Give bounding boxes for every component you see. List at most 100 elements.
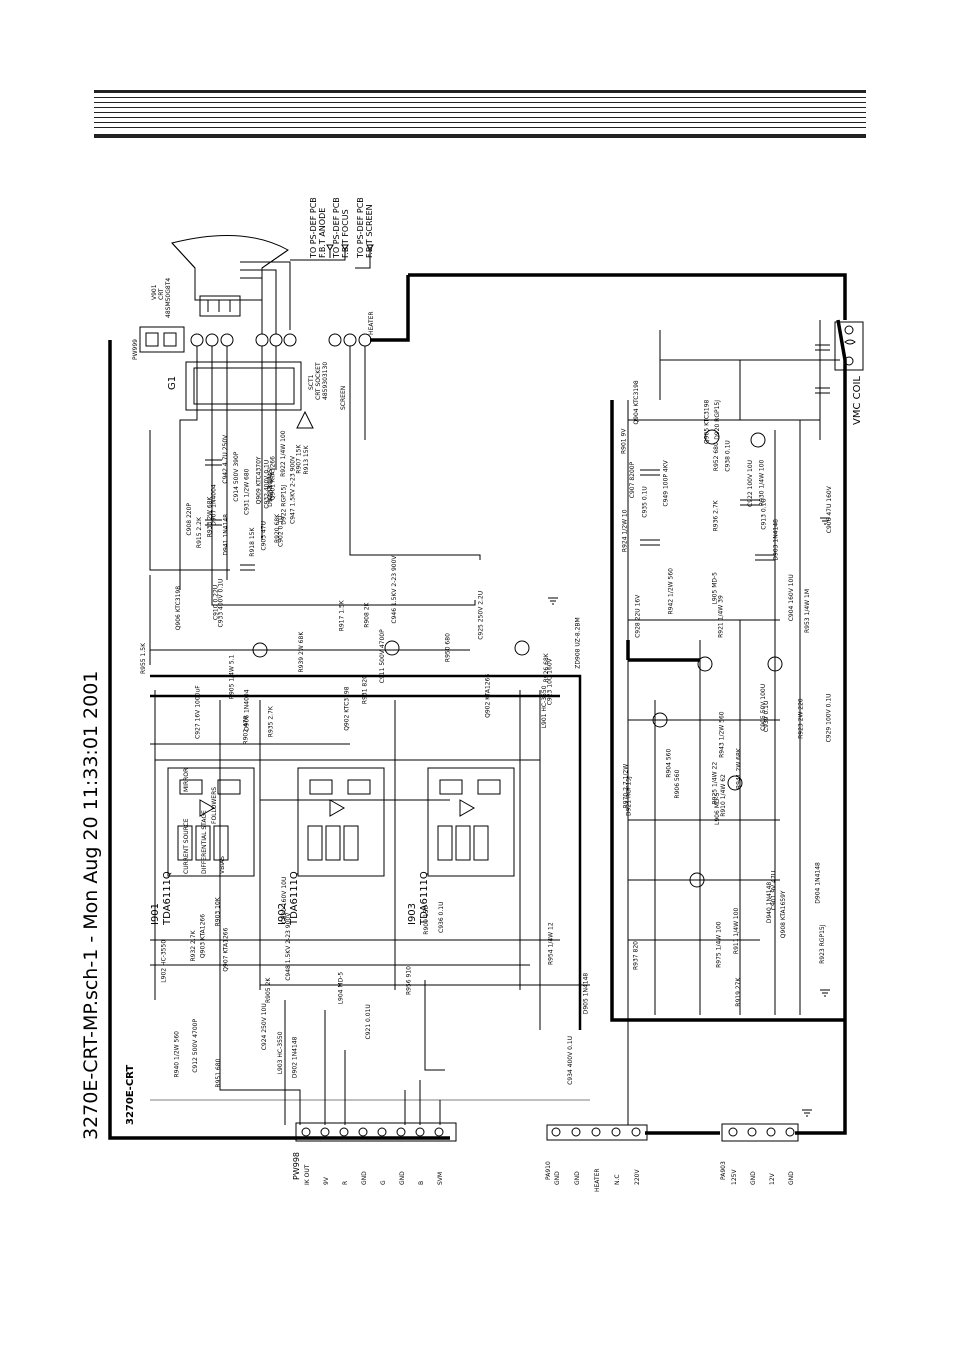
svg-text:I903: I903 [407, 903, 418, 925]
component-label: C935 0.1U [642, 486, 649, 517]
component-label: D941 1N4148 [222, 514, 229, 556]
component-label: Q902 KTA1266 [485, 674, 492, 718]
svg-text:3270E-CRT: 3270E-CRT [125, 1065, 136, 1125]
component-label: D922 RGP15J [280, 485, 287, 525]
component-label: C929 100V 0.1U [825, 693, 832, 742]
component-label: R975 1/4W 100 [715, 921, 722, 968]
component-label: C921 0.01U [365, 1004, 372, 1039]
svg-text:GND: GND [574, 1171, 581, 1185]
component-label: R901 9V [620, 428, 627, 454]
crt-pins: PW999 [132, 326, 372, 360]
svg-text:220V: 220V [634, 1169, 641, 1185]
component-label: L902 HC-3550 [161, 940, 168, 983]
component-label: C913 0.1U [761, 498, 768, 529]
svg-text:G: G [380, 1180, 387, 1185]
svg-text:GND: GND [750, 1171, 757, 1185]
component-label: D920 RGP15J [714, 400, 721, 440]
component-label: L905 MD-5 [712, 572, 719, 605]
component-label: ZD908 UZ-8.2BM [575, 617, 582, 668]
component-label: R921 1/4W 39 [718, 595, 725, 638]
component-label: C907 8200P [629, 461, 636, 498]
component-label: R970 2.7 1/2W [623, 764, 630, 809]
component-label: R941 2W 68K [735, 747, 742, 789]
component-label: C901 9V 47U [771, 871, 778, 910]
crt-socket: SCT1 CRT SOCKET 4859303130 G1 SCREEN HEA… [167, 311, 375, 429]
component-label: Q909 KTC4370Y [255, 456, 262, 504]
component-label: C942 4.7U 250V [222, 434, 229, 484]
component-label: R937 820 [632, 941, 639, 970]
svg-text:SCT1: SCT1 [308, 374, 315, 390]
component-label: R906 560 [674, 769, 681, 798]
component-label: R903 10K [214, 896, 221, 926]
component-label: D904 1N4148 [814, 862, 821, 904]
component-label: C947 1.5KV 2-23 900V [290, 455, 297, 524]
svg-text:GND: GND [788, 1171, 795, 1185]
component-label: Q902 KTC3198 [344, 686, 351, 731]
svg-text:PW999: PW999 [132, 339, 139, 360]
component-label: C902 0.1U [277, 516, 284, 547]
svg-text:125V: 125V [731, 1169, 738, 1185]
component-label: Q904 KTC3198 [633, 380, 640, 425]
svg-text:SCREEN: SCREEN [340, 386, 347, 410]
component-label: L903 HC-3550 [277, 1031, 284, 1074]
svg-text:R: R [342, 1181, 349, 1185]
component-label: C949 100P 4KV [662, 459, 669, 506]
svg-text:48SM50G8T4: 48SM50G8T4 [165, 278, 172, 318]
component-label: R908 2K [363, 601, 370, 627]
component-label: R926 68K [543, 652, 550, 682]
component-label: R942 1/2W 560 [668, 568, 675, 615]
component-label: L901 HC-3550 [541, 685, 548, 728]
svg-text:HEATER: HEATER [368, 311, 375, 335]
component-label: Q903 KTA1266 [199, 914, 206, 958]
component-label: R943 1/2W 560 [719, 711, 726, 758]
component-label: D906 1N4004 [244, 689, 251, 731]
svg-text:GND: GND [399, 1171, 406, 1185]
component-label: L904 MD-5 [338, 972, 345, 1005]
svg-text:MIRROR: MIRROR [183, 768, 190, 792]
svg-text:FOLLOWERS: FOLLOWERS [211, 787, 218, 824]
component-label: R935 2.7K [267, 705, 274, 737]
ic-block-labels: FOLLOWERS MIRROR CURRENT SOURCE DIFFEREN… [183, 768, 226, 874]
svg-text:TDA6111Q: TDA6111Q [162, 871, 173, 926]
ground-symbols [548, 517, 830, 1117]
connector-pw998: PW998 IK OUT 9V R GND G GND B SVM [292, 1122, 457, 1185]
svg-text:TO PS-DEF PCB: TO PS-DEF PCB [356, 197, 365, 259]
component-label: R951 680 [215, 1058, 222, 1087]
component-label: R954 1/4W 12 [548, 922, 555, 965]
component-label: R924 1/2W 10 [622, 509, 629, 552]
svg-text:CRT: CRT [158, 288, 165, 300]
output-labels: TO PS-DEF PCB F.B.T ANODE TO PS-DEF PCB … [309, 197, 374, 259]
component-label: R953 1/4W 1M [804, 589, 811, 633]
component-label: C904 160V 10U [788, 574, 795, 621]
svg-text:9V: 9V [323, 1176, 330, 1185]
component-label: R922 1/4W 100 [280, 430, 287, 477]
component-label: C914 500V 390P [233, 451, 240, 501]
svg-text:IK OUT: IK OUT [304, 1164, 311, 1185]
ic-i903: I903 TDA6111Q [407, 767, 515, 926]
component-label: R923 2W 220 [798, 698, 805, 739]
component-label: R932 2.7K [190, 929, 197, 961]
svg-text:VMC COIL: VMC COIL [852, 376, 863, 425]
component-label: R940 1/2W 560 [174, 1031, 181, 1078]
component-label: Q901 KTA1266 [269, 456, 276, 500]
svg-text:PA910: PA910 [545, 1161, 552, 1180]
component-label: R920 68K [274, 513, 281, 543]
component-label: C912 500V 4700P [192, 1019, 199, 1073]
component-label: Q907 KTA1266 [222, 927, 229, 971]
svg-text:PA903: PA903 [720, 1161, 727, 1180]
svg-text:HEATER: HEATER [594, 1168, 601, 1192]
svg-text:F.B.T ANODE: F.B.T ANODE [318, 208, 327, 258]
component-label: C910 0.22U [212, 585, 219, 620]
crt-tube: V901 CRT 48SM50G8T4 [151, 234, 289, 318]
vmc-section [627, 320, 840, 1125]
component-label: D907 1N4004 [211, 484, 218, 526]
component-label: C933 400V 0.1U [218, 579, 225, 628]
svg-text:GND: GND [554, 1171, 561, 1185]
component-label: C922 100V 10U [747, 460, 754, 507]
component-label: L906 MD-5 [714, 792, 721, 825]
upper-passives [149, 420, 277, 665]
svg-text:DIFFERENTIAL STAGE: DIFFERENTIAL STAGE [201, 810, 208, 874]
component-label: C920 160V 10U [281, 877, 288, 924]
component-label: C924 250V 10U [261, 1003, 268, 1050]
